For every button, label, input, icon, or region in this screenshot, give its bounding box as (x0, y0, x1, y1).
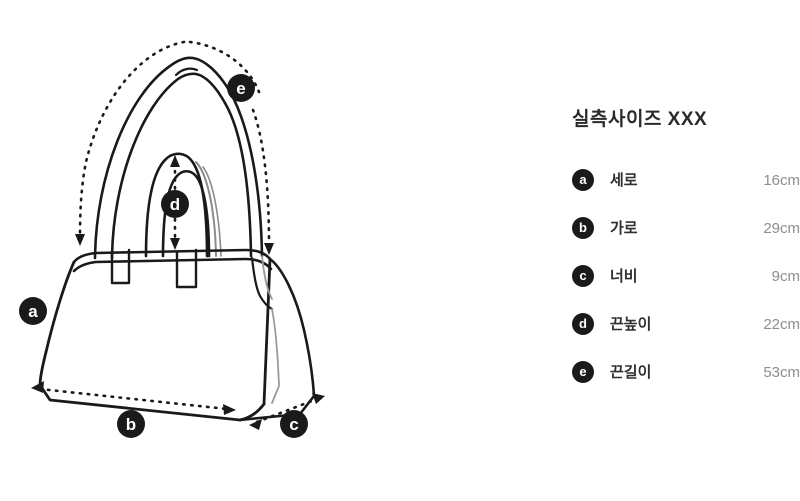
spec-value-a: 16cm (763, 172, 800, 189)
dimension-arrowheads (31, 155, 325, 430)
diagram-badge-e-label: e (236, 79, 245, 98)
spec-row-a: a 세로 16cm (572, 169, 800, 195)
spec-label-c: 너비 (610, 268, 638, 285)
diagram-badge-a: a (19, 297, 47, 325)
strap-tabs (110, 248, 198, 289)
diagram-badge-b-label: b (126, 415, 136, 434)
diagram-badge-c-label: c (289, 415, 298, 434)
diagram-badge-d: d (161, 190, 189, 218)
spec-value-b: 29cm (763, 220, 800, 237)
page-title: 실측사이즈 XXX (572, 109, 708, 130)
spec-row-b: b 가로 29cm (572, 217, 800, 243)
dimension-line-b (38, 387, 229, 411)
spec-badge-c: c (572, 265, 594, 287)
spec-label-a: 세로 (610, 172, 638, 189)
diagram-badge-d-label: d (170, 195, 180, 214)
bag-top-rim (72, 248, 273, 273)
bag-side-gusset (238, 255, 316, 422)
measurement-spec-panel: 실측사이즈 XXX a 세로 16cm b 가로 29cm c 너비 9cm d… (560, 90, 800, 410)
dimension-line-e-left (78, 40, 186, 238)
spec-value-d: 22cm (763, 316, 800, 333)
spec-badge-e: e (572, 361, 594, 383)
dimension-line-c (255, 397, 319, 424)
handbag-illustration: a b c d e (0, 0, 380, 501)
dimension-line-e-right (251, 108, 271, 247)
spec-label-b: 가로 (610, 220, 638, 237)
spec-badge-a: a (572, 169, 594, 191)
diagram-badge-e: e (227, 74, 255, 102)
outer-strap (93, 56, 264, 260)
spec-row-e: e 끈길이 53cm (572, 361, 800, 387)
spec-value-e: 53cm (763, 364, 800, 381)
diagram-badges: a b c d e (19, 74, 308, 438)
spec-row-d: d 끈높이 22cm (572, 313, 800, 339)
spec-label-d: 끈높이 (610, 316, 652, 333)
spec-value-c: 9cm (771, 268, 800, 285)
spec-badge-b: b (572, 217, 594, 239)
diagram-badge-a-label: a (28, 302, 38, 321)
spec-label-e: 끈길이 (610, 364, 652, 381)
spec-row-c: c 너비 9cm (572, 265, 800, 291)
diagram-badge-c: c (280, 410, 308, 438)
bag-body (38, 257, 272, 422)
diagram-badge-b: b (117, 410, 145, 438)
spec-badge-d: d (572, 313, 594, 335)
